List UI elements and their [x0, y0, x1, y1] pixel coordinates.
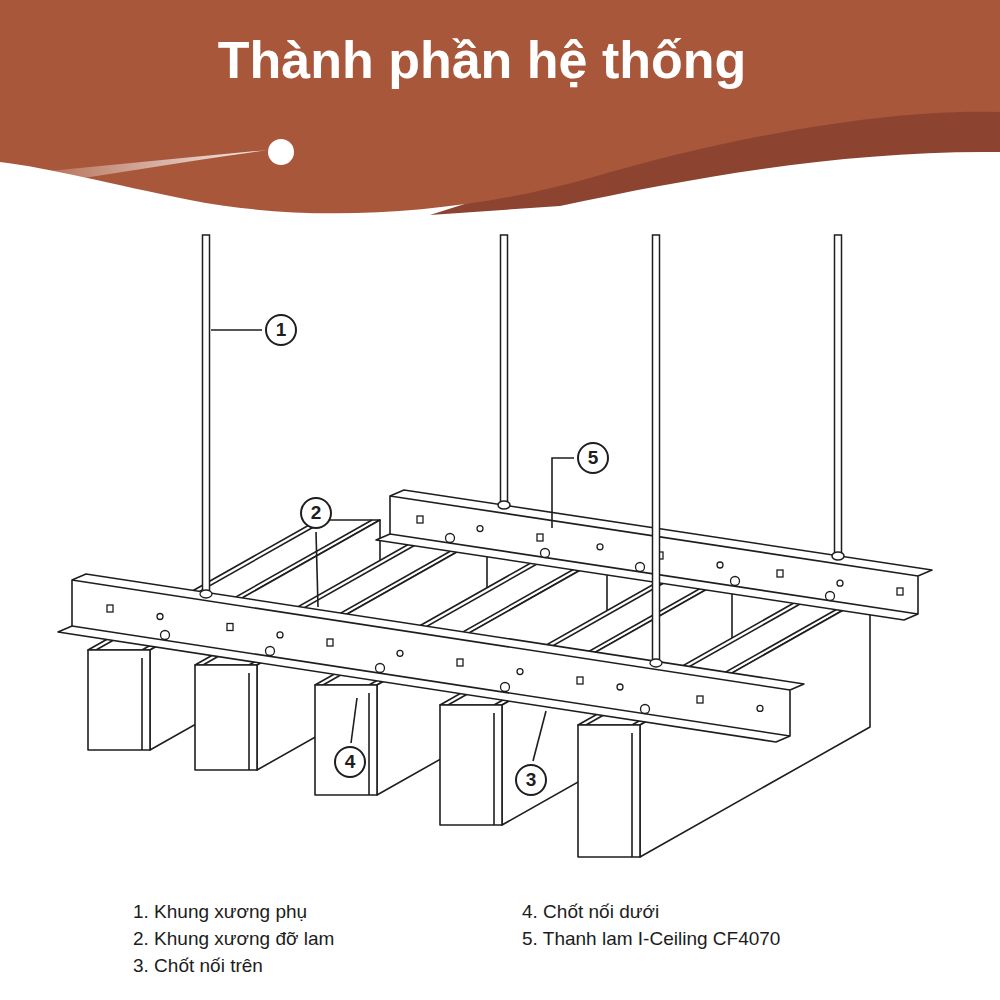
hanger-rod — [501, 235, 508, 507]
illustration-part — [107, 590, 763, 714]
clip-nut — [161, 631, 170, 640]
clip-nut — [731, 577, 740, 586]
callout-number: 4 — [334, 746, 366, 778]
illustration-part — [58, 574, 804, 742]
rod-nut — [650, 659, 662, 667]
leader-line — [552, 458, 574, 528]
lam-bar-edge — [368, 693, 370, 795]
rail-hole — [107, 605, 113, 612]
rail-hole — [277, 632, 283, 638]
clip-nut — [376, 664, 385, 673]
part-caption: 3. Chốt nối trên — [133, 954, 263, 978]
header-streak — [0, 150, 268, 190]
part-caption: 4. Chốt nối dưới — [522, 900, 659, 924]
callout-text: 1 — [276, 320, 287, 340]
leader-line — [533, 711, 546, 761]
rail-hole — [777, 570, 783, 577]
rail-hole — [157, 614, 163, 620]
rod-nut — [832, 552, 844, 560]
rail-hole — [537, 534, 543, 541]
callout-number: 2 — [300, 497, 332, 529]
clip-nut — [541, 549, 550, 558]
rail-hole — [617, 684, 623, 690]
callout-text: 5 — [588, 448, 599, 468]
callout-number: 5 — [577, 442, 609, 474]
rod-nut — [200, 590, 212, 598]
callout-number: 1 — [265, 314, 297, 346]
rail-hole — [897, 588, 903, 595]
lam-bar-front — [88, 650, 150, 750]
lam-bar-front — [578, 725, 640, 857]
hanger-rod — [653, 235, 660, 665]
callout-text: 3 — [526, 770, 537, 790]
leader-line — [211, 329, 262, 331]
lam-bar-edge — [248, 673, 250, 770]
lam-bar-front — [315, 685, 377, 795]
clip-nut — [446, 534, 455, 543]
lam-bar-front — [440, 705, 502, 825]
illustration-part — [211, 330, 574, 761]
rail-hole — [697, 696, 703, 703]
rail-hole — [517, 669, 523, 675]
rail-hole — [327, 639, 333, 646]
callout-text: 4 — [345, 752, 356, 772]
clip-nut — [636, 563, 645, 572]
rail-edge — [72, 626, 790, 736]
rail-hole — [477, 526, 483, 532]
leader-line — [316, 532, 318, 607]
rail-hole — [417, 516, 423, 523]
leader-line — [351, 698, 357, 743]
rail-hole — [227, 624, 233, 631]
rail-hole — [397, 650, 403, 656]
rail-hole — [837, 580, 843, 586]
part-caption: 5. Thanh lam I-Ceiling CF4070 — [522, 927, 780, 951]
lam-bar-edge — [631, 733, 633, 857]
callout-number: 3 — [515, 764, 547, 796]
illustration-part — [203, 235, 845, 665]
hanger-rod — [835, 235, 842, 558]
rod-nut — [498, 501, 510, 509]
rail-hole — [757, 705, 763, 711]
clip-nut — [641, 705, 650, 714]
clip-nut — [501, 683, 510, 692]
clip-nut — [826, 592, 835, 601]
header-band — [0, 0, 1000, 213]
part-caption: 2. Khung xương đỡ lam — [133, 927, 334, 951]
rail-hole — [577, 677, 583, 684]
rail-hole — [717, 562, 723, 568]
rail-edge — [72, 580, 790, 690]
rail-hole — [597, 544, 603, 550]
lam-bar-edge — [493, 713, 495, 825]
hanger-rod — [203, 235, 210, 596]
page-title: Thành phần hệ thống — [0, 30, 964, 90]
lam-bar-edge — [141, 658, 143, 750]
carrier-rail — [58, 574, 804, 742]
lam-bar-front — [195, 665, 257, 770]
header-dot — [268, 139, 294, 165]
callout-text: 2 — [311, 503, 322, 523]
part-caption: 1. Khung xương phụ — [133, 900, 307, 924]
rail-hole — [457, 659, 463, 666]
clip-nut — [266, 647, 275, 656]
